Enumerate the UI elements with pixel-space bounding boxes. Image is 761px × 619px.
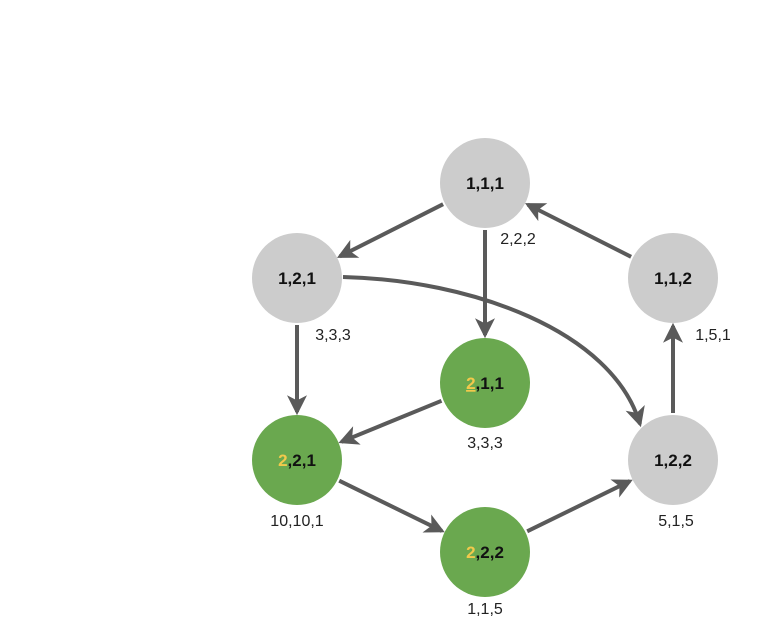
edge-arrow-n111-to-n121 [336, 202, 445, 259]
node-label-rest: ,1,1 [476, 174, 504, 193]
node-label-first-digit: 1 [278, 269, 287, 288]
node-label-first-digit: 1 [466, 174, 475, 193]
node-label: 1,1,1 [466, 174, 504, 193]
node-value-label: 1,1,5 [467, 601, 503, 618]
edge-arrow-n221-to-n222 [338, 478, 445, 533]
state-node-n211: 2,1,1 3,3,3 [440, 338, 530, 452]
node-circle [252, 233, 342, 323]
node-label-first-digit: 2 [466, 543, 475, 562]
edge-arrow-n112-to-n111 [524, 202, 633, 259]
edge-arrow-n121-to-n122 [342, 275, 645, 428]
node-label-first-digit: 1 [654, 269, 663, 288]
node-label-rest: ,2,2 [664, 451, 692, 470]
node-label-rest: ,1,2 [664, 269, 692, 288]
state-node-n112: 1,1,2 1,5,1 [628, 233, 731, 344]
state-node-n111: 1,1,1 2,2,2 [440, 138, 536, 248]
node-label: 1,2,2 [654, 451, 692, 470]
node-value-label: 3,3,3 [467, 435, 503, 452]
node-label-rest: ,2,1 [288, 269, 316, 288]
node-label: 1,2,1 [278, 269, 316, 288]
node-value-label: 2,2,2 [500, 231, 536, 248]
edges-layer [287, 202, 683, 534]
node-label: 2,1,1 [466, 374, 504, 393]
state-node-n122: 1,2,2 5,1,5 [628, 415, 718, 530]
node-label-first-digit: 2 [278, 451, 287, 470]
node-circle [440, 338, 530, 428]
node-label: 2,2,1 [278, 451, 316, 470]
node-label: 1,1,2 [654, 269, 692, 288]
node-value-label: 3,3,3 [315, 327, 351, 344]
node-value-label: 5,1,5 [658, 513, 694, 530]
state-node-n121: 1,2,1 3,3,3 [252, 233, 351, 344]
node-circle [440, 138, 530, 228]
node-label-rest: ,2,1 [288, 451, 316, 470]
state-node-n222: 2,2,2 1,1,5 [440, 507, 530, 618]
edge-arrow-n222-to-n122 [526, 479, 633, 534]
node-value-label: 10,10,1 [270, 513, 323, 530]
node-circle [252, 415, 342, 505]
node-label-rest: ,1,1 [476, 374, 504, 393]
state-node-n221: 2,2,1 10,10,1 [252, 415, 342, 530]
nodes-layer: 1,1,12,2,21,2,13,3,31,1,21,5,12,1,13,3,3… [252, 138, 731, 618]
node-label-first-digit: 2 [466, 374, 475, 393]
node-circle [628, 233, 718, 323]
node-label-rest: ,2,2 [476, 543, 504, 562]
node-value-label: 1,5,1 [695, 327, 731, 344]
node-label-first-digit: 1 [654, 451, 663, 470]
node-circle [440, 507, 530, 597]
node-circle [628, 415, 718, 505]
node-label: 2,2,2 [466, 543, 504, 562]
edge-arrow-n211-to-n221 [338, 398, 443, 445]
